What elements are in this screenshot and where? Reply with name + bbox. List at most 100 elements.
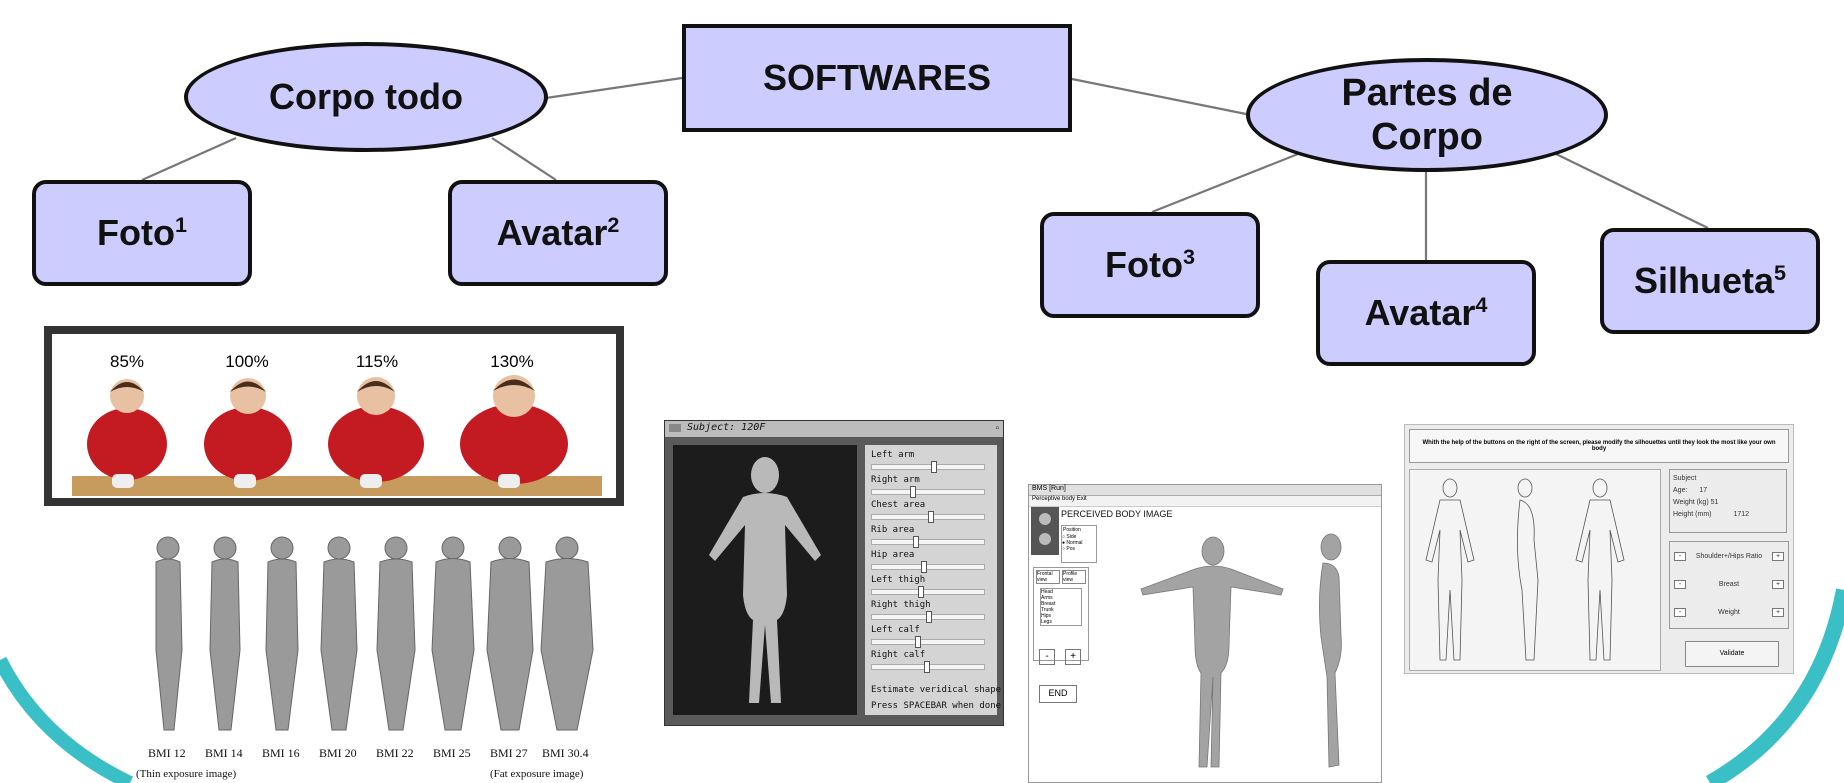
slider-label: Right calf	[871, 650, 926, 660]
breast-label: Breast	[1718, 581, 1740, 588]
part-item[interactable]: Hips	[1041, 613, 1052, 619]
radio-option[interactable]: ● Normal	[1062, 540, 1083, 546]
shoulder-plus-button[interactable]: +	[1772, 552, 1784, 561]
percent-label: 85%	[109, 352, 145, 371]
slider-row: Right thigh	[871, 599, 991, 623]
window-close-icon[interactable]: ▫	[995, 423, 999, 434]
slider-thumb[interactable]	[921, 561, 927, 573]
bmi-label: BMI 25	[433, 746, 471, 760]
part-selector: Frontal view Profile view Head Arms Brea…	[1033, 567, 1089, 661]
slider-label: Right arm	[871, 475, 920, 485]
left-group-node: Corpo todo	[184, 42, 548, 152]
slider-thumb[interactable]	[915, 636, 921, 648]
bmi-figures	[155, 536, 594, 731]
slider-track[interactable]	[871, 661, 985, 673]
percent-label: 100%	[225, 352, 269, 371]
part-item[interactable]: Arms	[1041, 595, 1053, 601]
connector-right-foto	[1151, 152, 1299, 214]
slider-track[interactable]	[871, 611, 985, 623]
breast-minus-button[interactable]: -	[1674, 580, 1686, 589]
slider-label: Left calf	[871, 625, 920, 635]
silhouette-outlines	[1425, 478, 1625, 661]
slider-row: Left thigh	[871, 574, 991, 598]
profile-view-tab[interactable]: Profile view	[1062, 570, 1086, 584]
part-item[interactable]: Legs	[1041, 619, 1052, 625]
slider-row: Left calf	[871, 624, 991, 648]
position-box: Position ○ Side ● Normal ○ Pos	[1061, 525, 1097, 563]
slider-row: Left arm	[871, 449, 991, 473]
minus-button[interactable]: -	[1039, 649, 1055, 665]
right-group-node: Partes de Corpo	[1246, 58, 1608, 172]
subject-info-box: Subject Age: 17 Weight (kg) 51 Height (m…	[1669, 469, 1787, 533]
bmi-label: BMI 12	[148, 746, 186, 760]
plus-button[interactable]: +	[1065, 649, 1081, 665]
radio-option[interactable]: ○ Pos	[1062, 546, 1076, 552]
leaf-label: Avatar4	[1364, 292, 1488, 333]
end-button[interactable]: END	[1039, 685, 1077, 703]
perceived-heading: PERCEIVED BODY IMAGE	[1061, 509, 1173, 519]
slider-thumb[interactable]	[924, 661, 930, 673]
slider-track[interactable]	[871, 511, 985, 523]
leaf-label: Foto3	[1105, 244, 1195, 285]
slider-label: Chest area	[871, 500, 926, 510]
shoulder-label: Shoulder+/Hips Ratio	[1695, 553, 1763, 560]
slider-row: Right arm	[871, 474, 991, 498]
height-value: 1712	[1733, 511, 1750, 518]
radio-option[interactable]: ○ Side	[1062, 534, 1077, 540]
age-value: 17	[1699, 487, 1708, 494]
subject-window-title: Subject: 120F	[687, 422, 766, 433]
slider-label: Rib area	[871, 525, 915, 535]
slider-track[interactable]	[871, 561, 985, 573]
position-preview	[1031, 507, 1059, 555]
root-node: SOFTWARES	[682, 24, 1072, 132]
slider-thumb[interactable]	[910, 486, 916, 498]
part-item[interactable]: Breast	[1041, 601, 1056, 607]
slider-label: Left thigh	[871, 575, 926, 585]
part-item[interactable]: Head	[1041, 589, 1053, 595]
slider-track[interactable]	[871, 636, 985, 648]
slider-thumb[interactable]	[913, 536, 919, 548]
root-label: SOFTWARES	[762, 57, 991, 98]
bmi-label: BMI 22	[376, 746, 414, 760]
bmi-label: BMI 30.4	[542, 746, 589, 760]
slider-thumb[interactable]	[926, 611, 932, 623]
slider-track[interactable]	[871, 536, 985, 548]
leaf-label: Avatar2	[496, 212, 620, 253]
part-item[interactable]: Trunk	[1041, 607, 1054, 613]
shoulder-minus-button[interactable]: -	[1674, 552, 1686, 561]
silhouette-window: Whith the help of the buttons on the rig…	[1404, 424, 1794, 674]
window-menu-icon[interactable]	[669, 424, 681, 432]
slider-label: Hip area	[871, 550, 915, 560]
mannequin-figure	[709, 457, 821, 703]
slider-track[interactable]	[871, 486, 985, 498]
weight-plus-button[interactable]: +	[1771, 608, 1784, 617]
slider-row: Hip area	[871, 549, 991, 573]
fat-caption: (Fat exposure image)	[490, 768, 584, 780]
slider-track[interactable]	[871, 586, 985, 598]
weight-minus-button[interactable]: -	[1674, 608, 1686, 617]
slider-track[interactable]	[871, 461, 985, 473]
slider-thumb[interactable]	[928, 511, 934, 523]
frontal-view-tab[interactable]: Frontal view	[1036, 570, 1060, 584]
subject-info-title: Subject	[1673, 475, 1697, 482]
bms-menu-bar: Perceptive body Exit	[1029, 496, 1381, 507]
controls-box: - Shoulder+/Hips Ratio + - Breast + - We…	[1669, 541, 1789, 629]
instruction-text: Whith the help of the buttons on the rig…	[1422, 440, 1776, 452]
silhouette-canvas	[1409, 469, 1661, 671]
slider-label: Left arm	[871, 450, 915, 460]
bmi-label: BMI 14	[205, 746, 243, 760]
validate-button[interactable]: Validate	[1685, 641, 1779, 667]
avatar-figures	[1140, 533, 1342, 768]
leaf-foto-3: Foto3	[1040, 212, 1260, 318]
breast-plus-button[interactable]: +	[1771, 580, 1784, 589]
percent-label: 115%	[355, 352, 399, 371]
position-title: Position	[1063, 527, 1081, 533]
slider-row: Chest area	[871, 499, 991, 523]
slider-row: Rib area	[871, 524, 991, 548]
leaf-avatar-2: Avatar2	[448, 180, 668, 286]
slider-thumb[interactable]	[918, 586, 924, 598]
perceived-body-window: BMS [Run] Perceptive body Exit PERCEIVED…	[1028, 484, 1382, 783]
slider-row: Right calf	[871, 649, 991, 673]
slider-thumb[interactable]	[931, 461, 937, 473]
